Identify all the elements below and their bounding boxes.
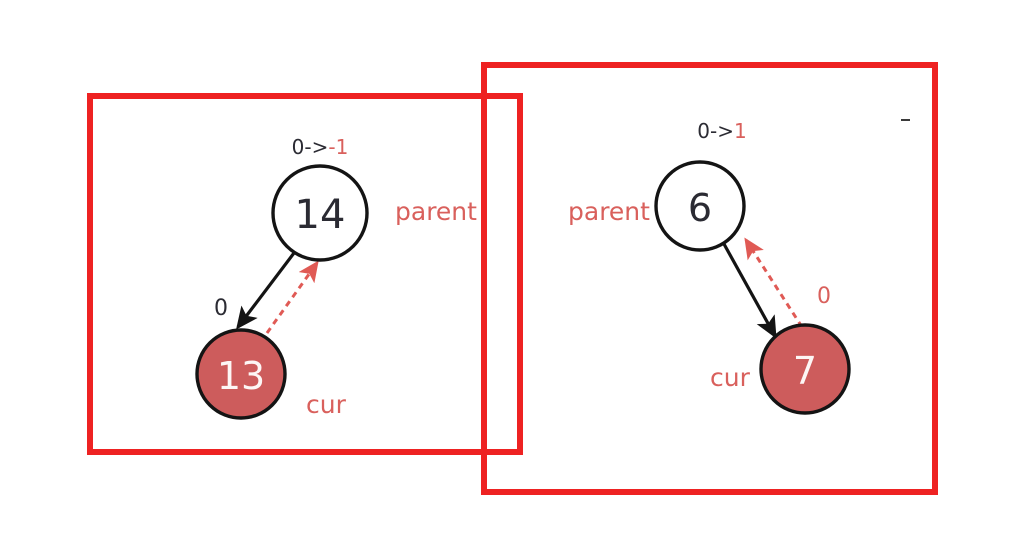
right-edge-weight: 0	[817, 284, 831, 309]
left-panel-box	[87, 93, 523, 455]
left-state-label: 0->-1	[292, 135, 349, 159]
left-state-prefix: 0->	[292, 135, 329, 159]
left-edge-weight: 0	[214, 296, 228, 321]
right-forward-edge	[722, 243, 777, 339]
stray-dash-artifact	[901, 119, 910, 121]
left-current-role-label: cur	[306, 390, 347, 419]
right-parent-role-label: parent	[568, 197, 650, 226]
left-parent-role-label: parent	[395, 197, 477, 226]
right-parent-node-value: 6	[688, 186, 712, 230]
left-state-result: -1	[328, 135, 348, 159]
left-current-node-value: 13	[217, 354, 265, 398]
right-panel: 6 7 0 0->1 parent cur	[481, 62, 938, 495]
left-forward-edge	[236, 252, 296, 330]
left-parent-node	[271, 164, 369, 262]
left-panel: 14 13 0 0->-1 parent cur	[87, 93, 523, 455]
right-state-prefix: 0->	[697, 119, 734, 143]
right-state-label: 0->1	[697, 119, 746, 143]
right-current-node-value: 7	[793, 349, 817, 393]
right-back-edge	[744, 237, 804, 328]
left-back-edge	[265, 260, 319, 334]
right-panel-box	[481, 62, 938, 495]
left-current-node	[195, 328, 287, 420]
right-current-node	[759, 323, 851, 415]
right-current-role-label: cur	[710, 363, 751, 392]
left-parent-node-value: 14	[295, 192, 346, 238]
right-state-result: 1	[734, 119, 747, 143]
right-parent-node	[654, 160, 746, 252]
